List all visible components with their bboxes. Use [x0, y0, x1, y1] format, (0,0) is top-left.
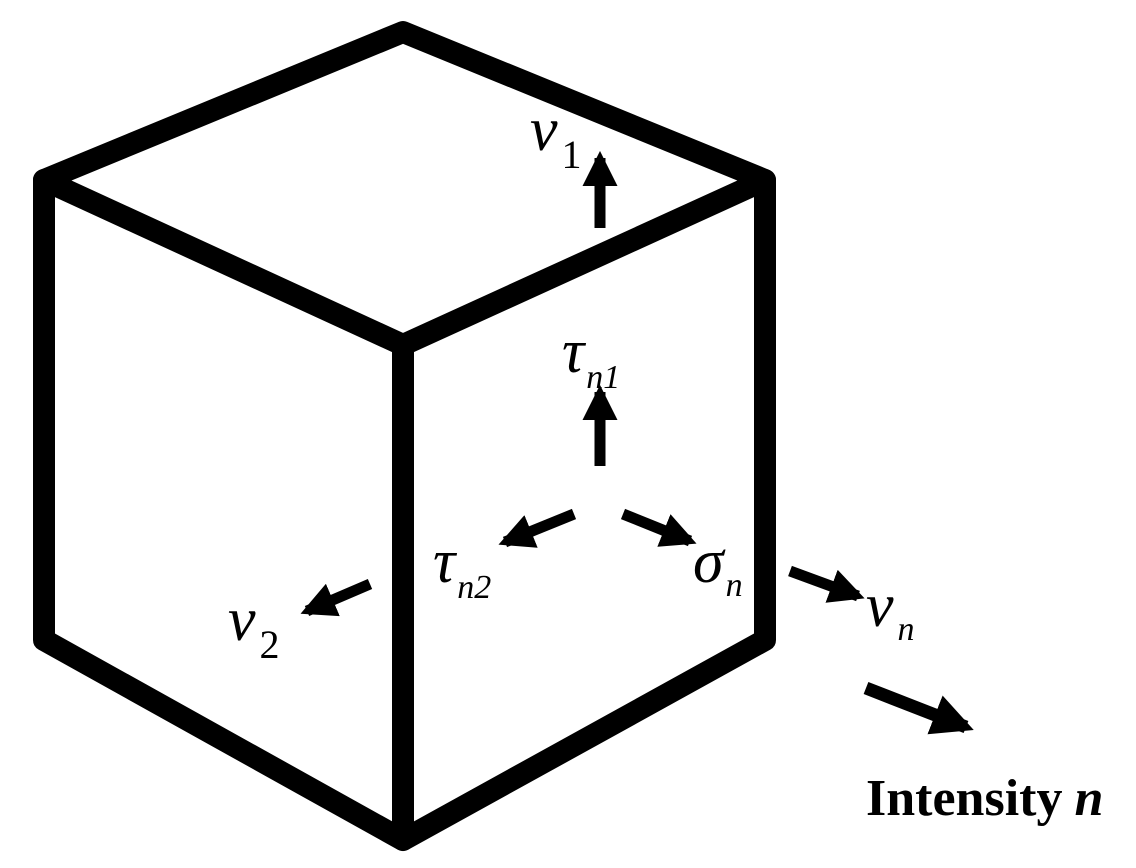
arrow-tau-n2 — [498, 508, 577, 548]
label-tau-n1: τn1 — [562, 318, 620, 396]
arrow-sigma-n — [620, 508, 697, 547]
arrow-vn — [788, 565, 865, 603]
arrow-intensity — [863, 681, 974, 735]
arrow-v2 — [300, 578, 373, 617]
label-sigma-n: σn — [693, 528, 743, 604]
cube — [33, 21, 776, 851]
label-tau-n2: τn2 — [433, 528, 491, 606]
arrows — [300, 150, 974, 735]
cube-top-front-edge — [33, 169, 776, 356]
